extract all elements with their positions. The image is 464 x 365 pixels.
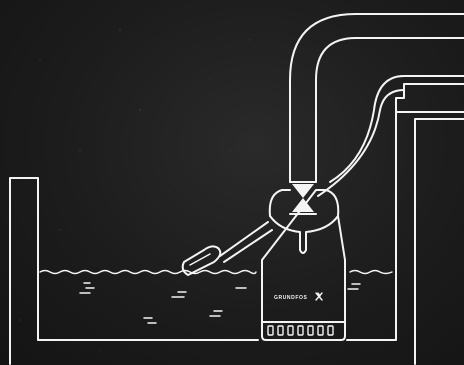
water-surface — [39, 269, 393, 275]
float-switch-arm — [219, 221, 273, 263]
tank-outline — [9, 177, 259, 365]
chalk-texture — [19, 28, 251, 351]
wall-outline — [346, 111, 464, 341]
water-ripples — [79, 282, 361, 324]
float-switch-detail — [189, 253, 211, 266]
wall-step — [395, 83, 464, 113]
discharge-hose-inner — [315, 37, 464, 183]
pump-base — [261, 321, 346, 341]
grundfos-x-icon — [315, 292, 323, 301]
discharge-hose-outer — [289, 13, 464, 183]
pump-handle — [269, 215, 339, 254]
inner-wall-outline — [414, 118, 464, 365]
float-switch — [181, 245, 222, 276]
hose-connector — [289, 181, 317, 215]
brand-label: GRUNDFOS — [274, 295, 307, 301]
pump-inlet-slots — [267, 325, 334, 336]
valve-icon — [292, 184, 314, 212]
power-cable — [317, 75, 464, 197]
